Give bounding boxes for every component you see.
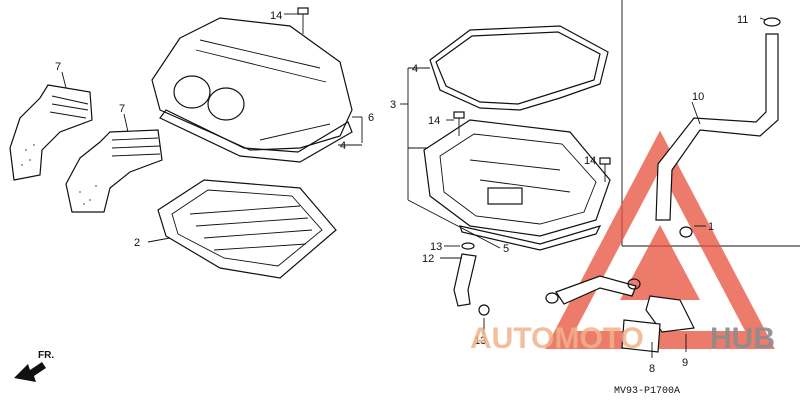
- hose-clamp-1: [679, 226, 693, 238]
- callout-14b: 14: [428, 115, 440, 127]
- callout-3: 3: [390, 99, 396, 111]
- callout-13a: 13: [430, 241, 442, 253]
- callout-9: 9: [682, 357, 688, 369]
- callout-2: 2: [134, 237, 140, 249]
- hose-clamp-11: [763, 17, 781, 27]
- diagram-code: MV93-P1700A: [614, 386, 680, 397]
- callout-7b: 7: [119, 103, 125, 115]
- bolt-14b: [453, 111, 465, 136]
- callout-13b: 13: [474, 335, 486, 347]
- watermark-text-auto: AUTOMOTO: [470, 322, 644, 355]
- front-direction-arrow: FR.: [14, 350, 54, 382]
- air-cleaner-upper-case: [151, 17, 353, 151]
- air-filter-element: [157, 179, 337, 279]
- upper-case-gasket: [159, 109, 353, 163]
- callout-7a: 7: [55, 61, 61, 73]
- bolt-14c: [599, 157, 611, 182]
- direction-label: FR.: [38, 350, 54, 361]
- callout-5: 5: [503, 243, 509, 255]
- gasket-top: [429, 25, 609, 111]
- callout-8: 8: [649, 363, 655, 375]
- callout-6: 6: [368, 112, 374, 124]
- callout-14c: 14: [584, 155, 596, 167]
- callout-14a: 14: [270, 10, 282, 22]
- drain-tube: [453, 253, 477, 307]
- bolt-14a: [297, 7, 309, 34]
- drain-cap-9: [645, 295, 695, 333]
- leader-lines: [61, 13, 767, 358]
- callout-4a: 4: [412, 63, 418, 75]
- drain-hose-lower: [545, 275, 641, 305]
- callout-1: 1: [708, 221, 714, 233]
- air-cleaner-lower-case: [423, 119, 611, 237]
- breather-hose: [655, 33, 779, 221]
- callout-10: 10: [692, 91, 704, 103]
- intake-duct-right: [65, 129, 163, 213]
- callout-4b: 4: [340, 140, 346, 152]
- drain-plug-8: [621, 319, 661, 353]
- watermark-text-hub: HUB: [710, 322, 775, 355]
- intake-duct-left: [9, 84, 93, 181]
- watermark-triangle: [545, 130, 775, 349]
- drain-clip-lower: [478, 304, 490, 316]
- drain-clip-upper: [461, 242, 475, 250]
- callout-12: 12: [422, 253, 434, 265]
- lower-case-gasket: [459, 225, 602, 251]
- callout-11: 11: [737, 14, 748, 26]
